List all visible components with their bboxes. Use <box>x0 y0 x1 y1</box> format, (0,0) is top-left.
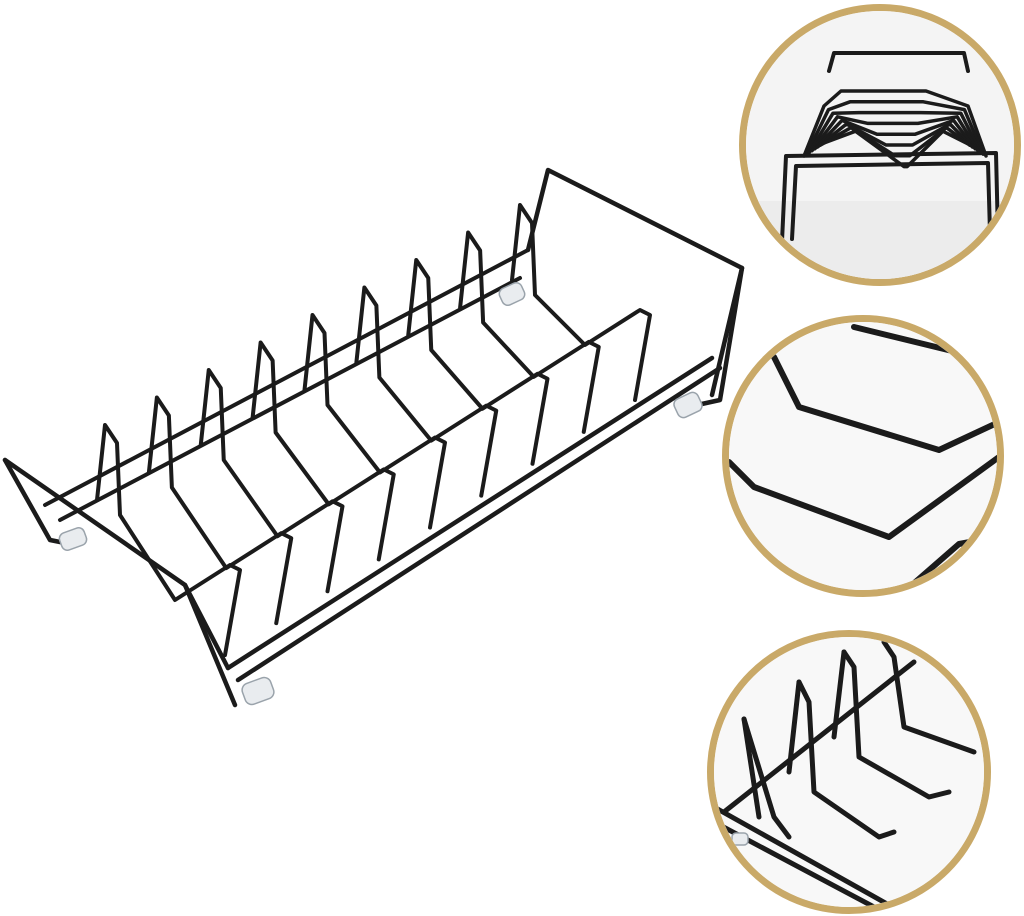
detail-view-prongs <box>707 630 991 914</box>
plate-dividers <box>95 203 652 657</box>
right-end-frame <box>525 167 745 410</box>
rubber-feet <box>58 281 703 706</box>
plate-divider <box>406 258 550 466</box>
plate-divider <box>458 230 601 434</box>
foot-front-left <box>241 676 275 706</box>
back-rail <box>43 248 530 522</box>
front-divider-frame <box>804 100 986 156</box>
detail-view-wire-bend <box>722 315 1004 597</box>
front-divider-frame <box>815 122 975 149</box>
dish-rack-main-image <box>2 167 745 708</box>
plate-divider <box>95 423 242 657</box>
wire-bend-closeup-detail-icon <box>729 322 997 590</box>
front-divider-frame <box>807 110 983 155</box>
rack-front-view-detail-icon <box>746 11 1014 279</box>
plate-divider <box>250 340 396 562</box>
plate-divider <box>510 203 652 402</box>
foot-front-right <box>673 391 703 419</box>
foot-back-right <box>498 281 526 307</box>
front-rail <box>225 355 723 683</box>
divider-prongs-closeup-detail-icon <box>714 637 984 907</box>
front-divider-frame <box>802 89 988 158</box>
detail-view-front <box>739 4 1021 286</box>
front-divider-frame <box>821 129 969 169</box>
front-divider-frame <box>813 118 977 151</box>
plate-divider <box>146 395 294 626</box>
front-divider-frame <box>810 115 980 153</box>
plate-divider <box>354 285 499 498</box>
foot-back-left <box>58 527 88 551</box>
plate-divider <box>302 313 447 530</box>
plate-divider <box>198 368 345 594</box>
